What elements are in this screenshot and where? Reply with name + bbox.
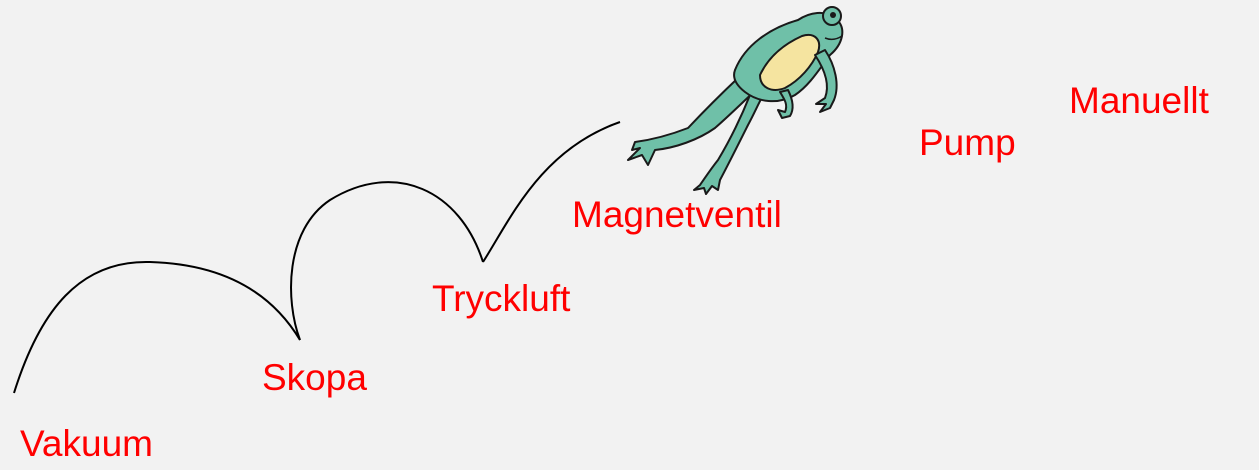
frog-back-leg <box>627 77 759 166</box>
step-label-vakuum: Vakuum <box>20 423 153 464</box>
jump-arc-3 <box>482 121 621 263</box>
jump-arc-2 <box>290 181 484 341</box>
frog-belly <box>759 34 821 91</box>
frog-front-arm <box>814 49 838 113</box>
frog-second-arm <box>777 89 794 119</box>
step-label-tryckluft: Tryckluft <box>432 278 571 319</box>
step-label-pump: Pump <box>919 122 1016 163</box>
step-label-skopa: Skopa <box>262 357 367 398</box>
jumping-frog-icon <box>627 6 844 195</box>
step-label-manuellt: Manuellt <box>1069 80 1209 121</box>
frog-lower-leg <box>693 91 766 195</box>
jump-arc-1 <box>13 260 301 394</box>
step-label-magnetventil: Magnetventil <box>572 194 782 235</box>
